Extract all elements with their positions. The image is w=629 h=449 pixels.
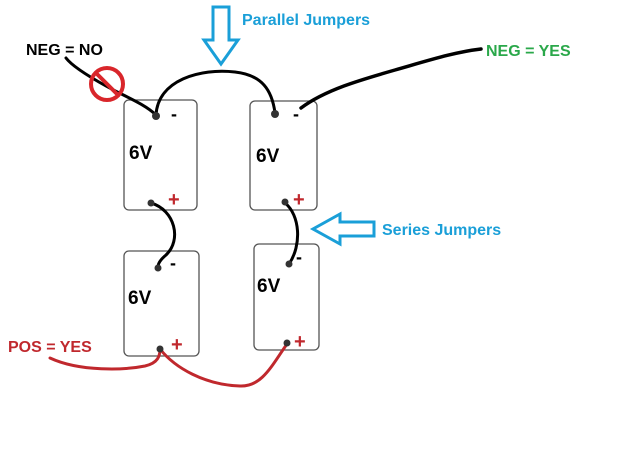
battery-top-left: 6V - +: [123, 99, 198, 211]
terminal-dots: [147, 110, 293, 353]
positive-terminal-label: +: [293, 189, 305, 211]
positive-terminal-label: +: [294, 331, 306, 353]
negative-terminal-label: -: [170, 253, 176, 273]
pos-yes-label: POS = YES: [8, 339, 92, 356]
battery-body: [249, 100, 318, 211]
battery-voltage-label: 6V: [129, 143, 153, 164]
terminal-dot: [271, 110, 279, 118]
pos-yes-lead-wire: [48, 347, 162, 371]
neg-no-lead-wire: [64, 56, 158, 117]
terminal-dot: [154, 264, 162, 272]
terminal-dot: [156, 345, 164, 353]
terminal-dot: [283, 339, 291, 347]
neg-yes-label: NEG = YES: [486, 43, 571, 60]
positive-terminal-label: +: [168, 189, 180, 211]
terminal-dot: [152, 112, 160, 120]
neg-yes-lead-wire: [299, 47, 483, 110]
battery-voltage-label: 6V: [128, 288, 152, 309]
series-jumpers-label: Series Jumpers: [382, 222, 501, 239]
battery-bottom-right: 6V - +: [253, 243, 320, 353]
left-arrow-icon: [309, 211, 376, 247]
battery-voltage-label: 6V: [257, 276, 281, 297]
negative-terminal-label: -: [293, 104, 299, 124]
terminal-dot: [281, 198, 289, 206]
battery-top-right: 6V - +: [249, 100, 318, 211]
negative-terminal-label: -: [171, 104, 177, 124]
parallel-jumpers-label: Parallel Jumpers: [242, 12, 370, 29]
battery-voltage-label: 6V: [256, 146, 280, 167]
battery-body: [253, 243, 320, 351]
no-sign-icon: [89, 66, 125, 102]
parallel-jumper-wire: [154, 69, 277, 117]
terminal-dot: [147, 199, 155, 207]
positive-jumper-wire: [158, 342, 289, 388]
negative-terminal-label: -: [296, 247, 302, 267]
battery-body: [123, 250, 200, 357]
series-jumper-left-wire: [149, 201, 177, 269]
positive-terminal-label: +: [171, 334, 183, 356]
neg-no-label: NEG = NO: [26, 42, 103, 59]
battery-bottom-left: 6V - +: [123, 250, 200, 357]
terminal-dot: [285, 260, 293, 268]
series-jumper-right-wire: [283, 201, 300, 266]
down-arrow-icon: [201, 5, 241, 67]
